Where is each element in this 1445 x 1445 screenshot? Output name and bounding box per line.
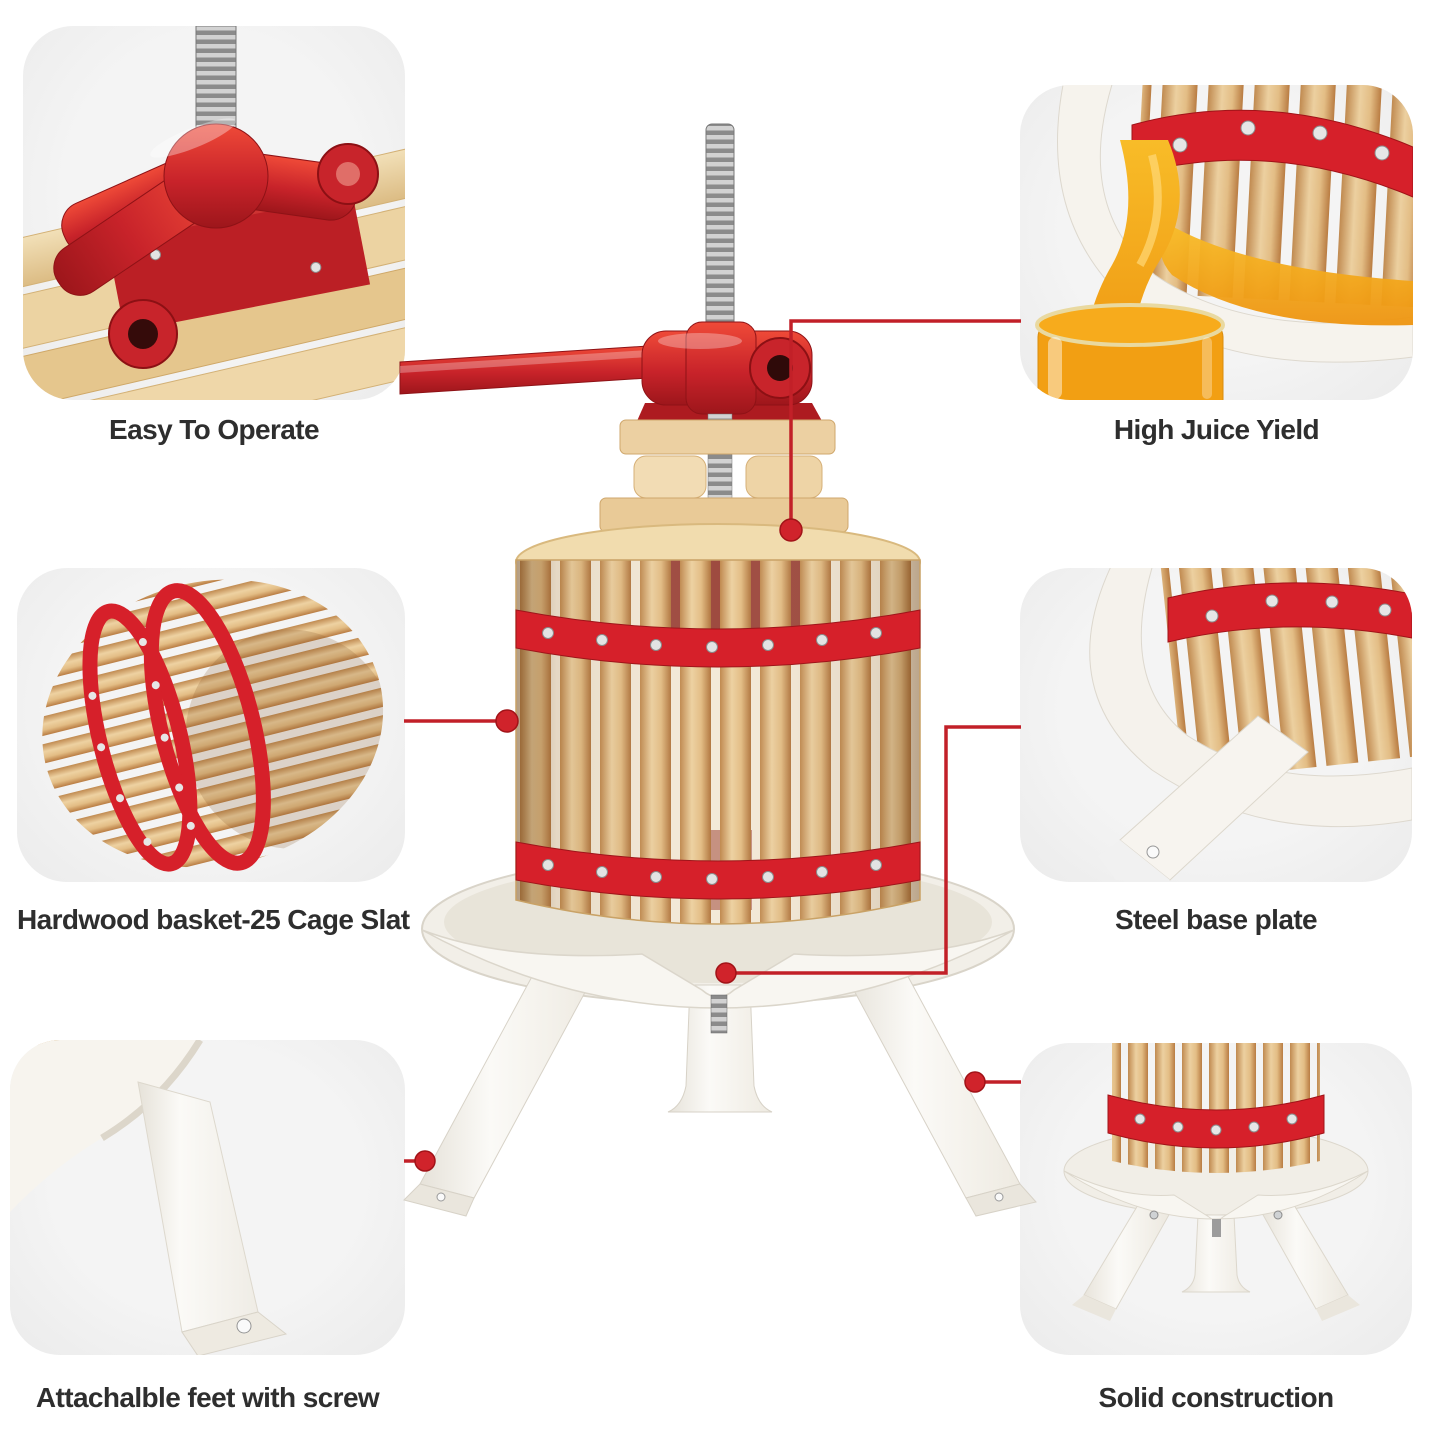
basket-lid — [515, 523, 921, 601]
pressing-blocks — [599, 413, 849, 559]
steel-base-plate — [421, 853, 1015, 1005]
press-handle-bar — [399, 345, 649, 395]
caption-attachable-feet: Attachalble feet with screw — [35, 1382, 380, 1413]
connector-dot — [964, 1071, 986, 1093]
red-tri-handle — [53, 118, 379, 369]
callout-solid-construction — [1020, 1043, 1412, 1355]
base-plate-front-rim — [421, 929, 1015, 1009]
juice-pour-photo — [1035, 85, 1413, 400]
callout-high-juice-yield — [1020, 85, 1413, 400]
caption-easy-to-operate: Easy To Operate — [109, 414, 320, 445]
tripod-legs — [403, 957, 1037, 1217]
screw-handle-photo — [23, 26, 405, 400]
callout-attachable-feet — [10, 1040, 405, 1355]
connector-dot — [495, 709, 519, 733]
callout-steel-base-plate — [1020, 568, 1412, 882]
cage-slat-photo — [17, 568, 405, 882]
feet-with-screw-photo — [10, 1040, 288, 1355]
threaded-screw — [705, 123, 735, 369]
callout-easy-to-operate — [23, 26, 405, 400]
juice-glass — [1035, 303, 1225, 400]
press-foot — [137, 1081, 288, 1355]
tripod-base-photo — [1063, 1043, 1369, 1321]
caption-solid-construction: Solid construction — [1098, 1382, 1335, 1413]
red-steel-bands — [515, 609, 921, 900]
press-leg — [1098, 715, 1309, 881]
base-plate-photo — [1089, 568, 1412, 881]
connector-dot — [414, 1150, 436, 1172]
caption-steel-base-plate: Steel base plate — [1114, 904, 1318, 935]
caption-hardwood-basket: Hardwood basket-25 Cage Slat — [17, 904, 410, 935]
center-bolt — [710, 994, 728, 1034]
connector-steel-base-plate — [726, 725, 1021, 975]
callout-hardwood-basket — [17, 568, 405, 882]
caption-high-juice-yield: High Juice Yield — [1113, 414, 1320, 445]
hardwood-basket — [515, 559, 921, 925]
connector-dot — [779, 518, 803, 542]
connector-high-juice-yield — [789, 319, 1021, 530]
red-t-handle — [637, 321, 822, 421]
connector-dot — [715, 962, 737, 984]
